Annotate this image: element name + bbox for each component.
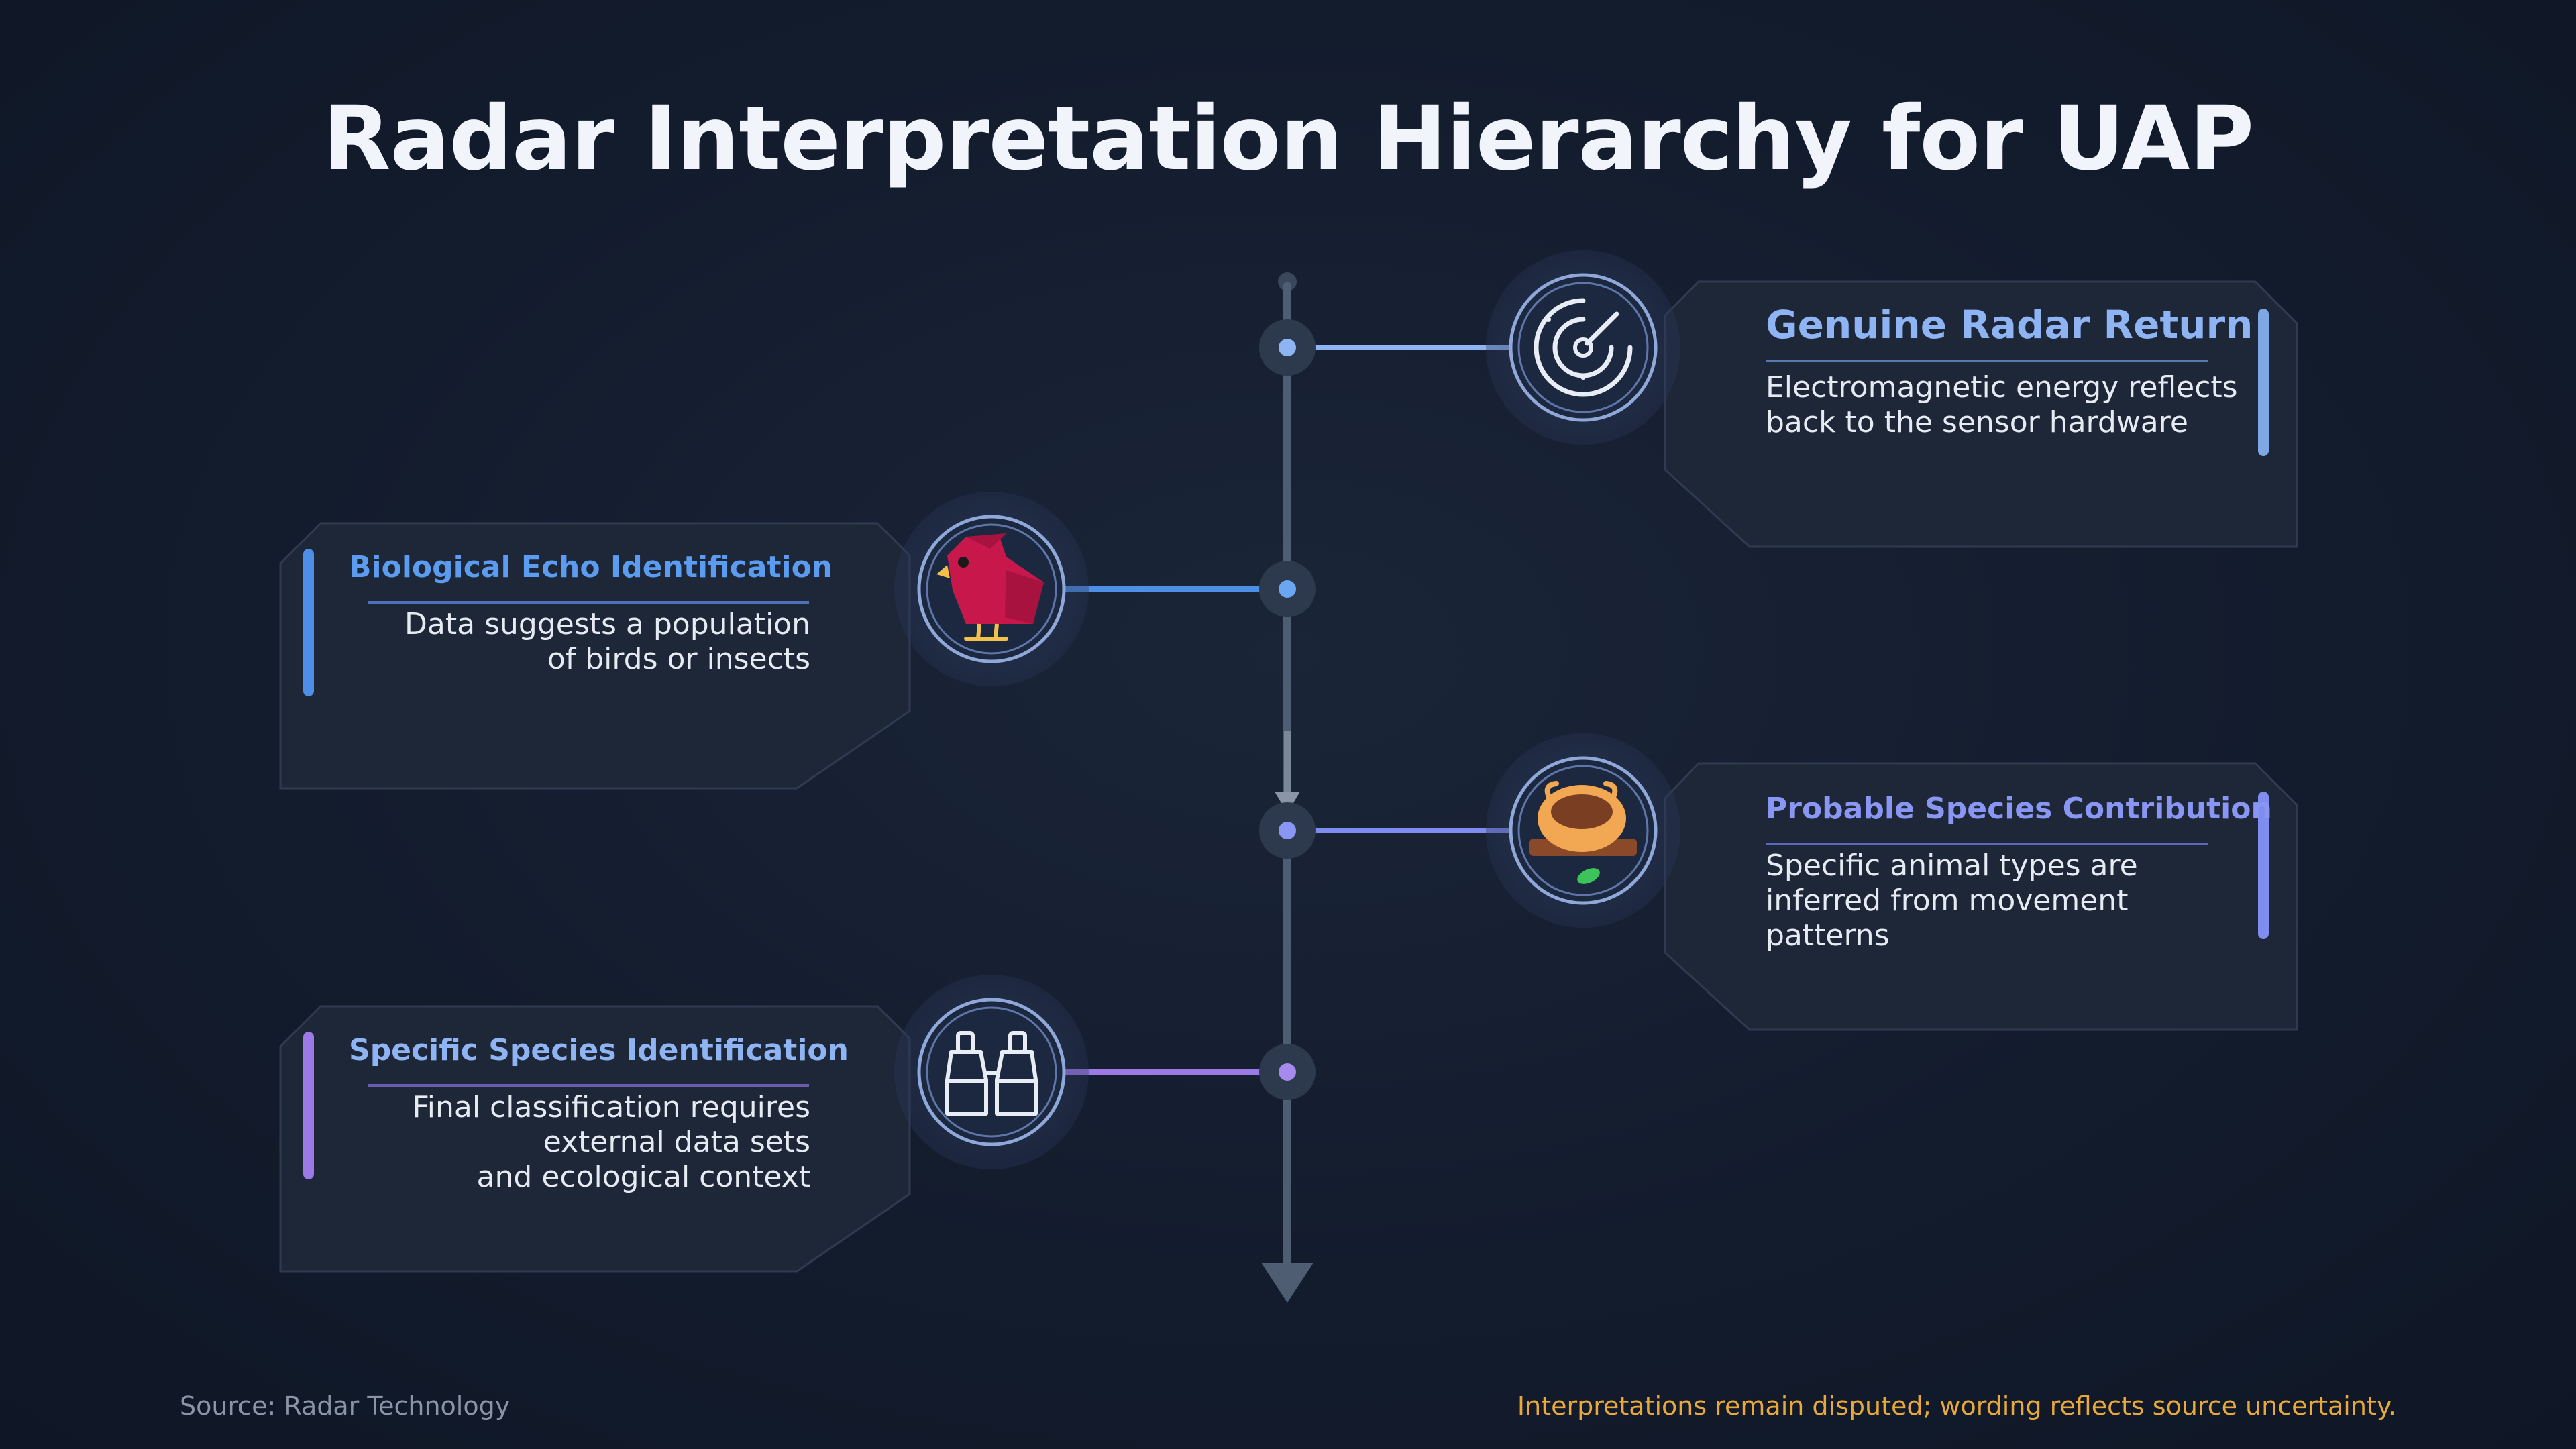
page-title: Radar Interpretation Hierarchy for UAP [322, 87, 2254, 191]
card-2-text: Biological Echo Identification Data sugg… [349, 550, 833, 677]
card-2-body: Data suggests a population of birds or i… [405, 607, 810, 676]
radar-icon [1486, 250, 1680, 445]
source-credit: Source: Radar Technology [180, 1391, 511, 1421]
nest-icon [1486, 733, 1680, 928]
card-biological-echo [279, 492, 1316, 790]
card-4-body: Final classification requires external d… [412, 1090, 810, 1194]
card-4-text: Specific Species Identification Final cl… [349, 1033, 849, 1195]
card-2-title: Biological Echo Identification [349, 550, 833, 584]
node-dot-3 [1279, 822, 1296, 839]
card-3-text: Probable Species Contribution Specific a… [1766, 792, 2272, 953]
spine-arrowhead [1261, 1263, 1313, 1303]
card-1-body: Electromagnetic energy reflects back to … [1766, 370, 2238, 439]
card-accent-bar [2258, 309, 2269, 456]
card-genuine-radar-return [1259, 250, 2298, 548]
node-dot-2 [1279, 580, 1296, 598]
card-3-title: Probable Species Contribution [1766, 792, 2272, 826]
card-specific-species [279, 975, 1316, 1273]
timeline-spine [1261, 272, 1313, 1303]
card-3-body: Specific animal types are inferred from … [1766, 849, 2138, 953]
card-1-text: Genuine Radar Return Electromagnetic ene… [1766, 302, 2253, 440]
card-probable-species [1259, 733, 2298, 1031]
bird-icon [894, 492, 1089, 686]
node-dot-4 [1279, 1063, 1296, 1081]
card-1-title: Genuine Radar Return [1766, 302, 2253, 347]
node-dot-1 [1279, 339, 1296, 356]
binoculars-icon [894, 975, 1089, 1169]
card-accent-bar [2258, 792, 2269, 939]
card-accent-bar [303, 1032, 314, 1179]
card-4-title: Specific Species Identification [349, 1033, 849, 1067]
card-accent-bar [303, 549, 314, 696]
uncertainty-note: Interpretations remain disputed; wording… [1517, 1391, 2396, 1421]
